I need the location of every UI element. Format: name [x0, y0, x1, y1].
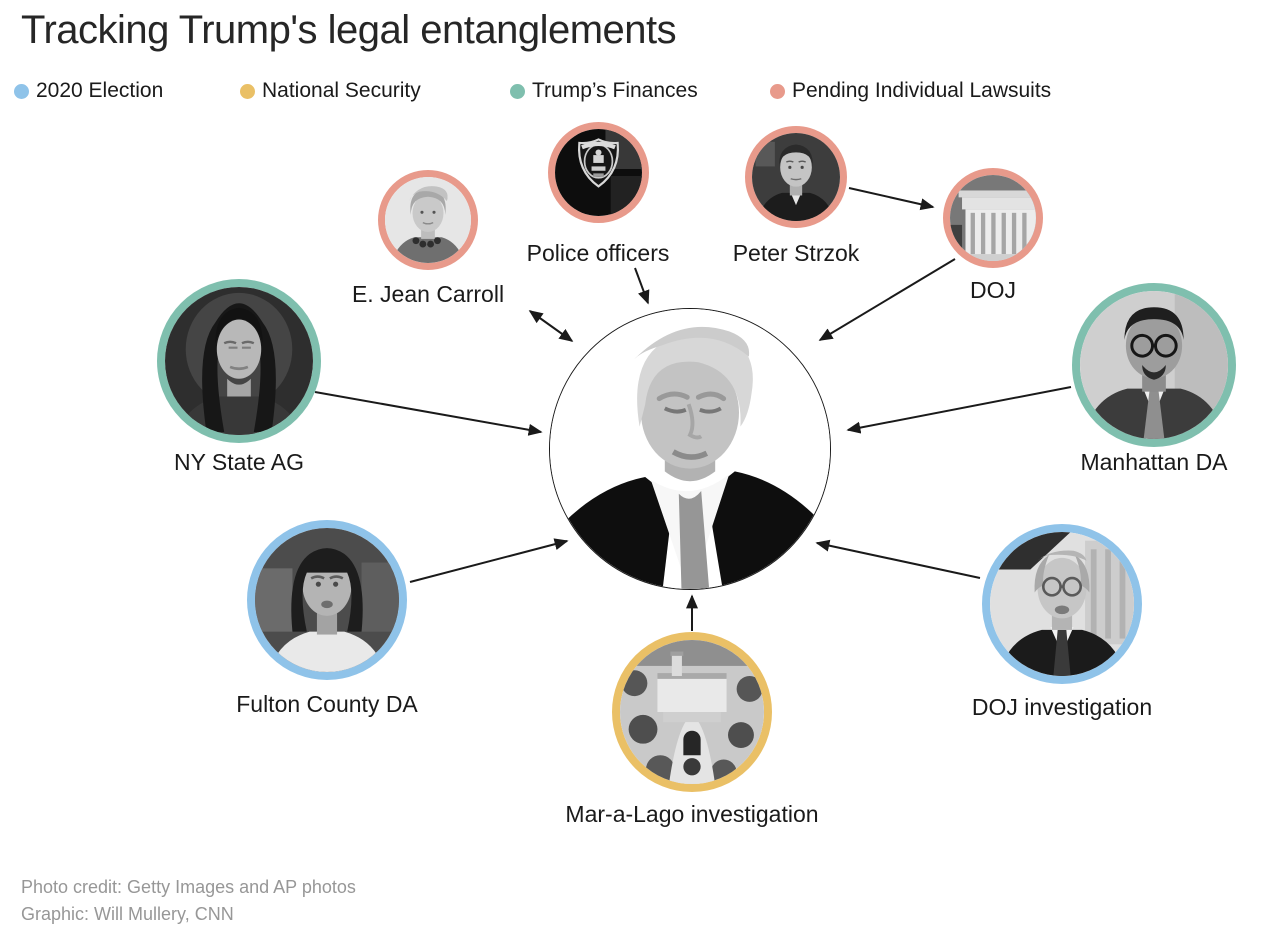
ny-state-ag-photo — [165, 287, 313, 435]
node-manhattan-da — [1072, 283, 1236, 447]
node-label-fulton-county-da: Fulton County DA — [236, 691, 418, 717]
arrow-peter-strzok-doj — [848, 187, 935, 211]
node-e-jean-carroll — [378, 170, 478, 270]
legend-dot-pending-individual-lawsuits — [770, 83, 785, 99]
legend-label: Trump’s Finances — [532, 79, 698, 102]
node-mar-a-lago-investigation — [612, 632, 772, 792]
node-doj — [943, 168, 1043, 268]
page-title: Tracking Trump's legal entanglements — [21, 8, 677, 52]
police-officers-photo — [554, 128, 642, 216]
credits: Photo credit: Getty Images and AP photos… — [21, 874, 356, 928]
legend-dot-national-security — [240, 83, 255, 99]
legend: 2020 Election National Security Trump’s Fi… — [0, 79, 1280, 105]
legend-item-2020-election: 2020 Election — [14, 79, 163, 103]
peter-strzok-photo — [752, 133, 840, 221]
arrow-ny-state-ag-trump — [314, 391, 543, 436]
node-label-ny-state-ag: NY State AG — [174, 449, 304, 475]
arrow-fulton-county-da-trump — [409, 538, 569, 583]
node-label-peter-strzok: Peter Strzok — [732, 240, 860, 266]
node-police-officers — [547, 121, 649, 223]
legend-item-national-security: National Security — [240, 79, 421, 103]
manhattan-da-photo — [1080, 291, 1228, 439]
node-label-doj: DOJ — [970, 277, 1016, 303]
node-label-mar-a-lago-investigation: Mar-a-Lago investigation — [565, 801, 819, 827]
legend-label: 2020 Election — [36, 79, 164, 102]
doj-photo — [950, 175, 1036, 261]
arrow-police-officers-trump — [634, 267, 650, 305]
node-doj-investigation — [982, 524, 1142, 684]
mar-a-lago-investigation-photo — [620, 640, 764, 784]
node-trump — [549, 308, 831, 590]
node-ny-state-ag — [157, 279, 321, 443]
node-label-manhattan-da: Manhattan DA — [1080, 449, 1228, 475]
trump-photo — [550, 309, 830, 589]
photo-credit: Photo credit: Getty Images and AP photos — [21, 877, 356, 897]
doj-investigation-photo — [990, 532, 1134, 676]
fulton-county-da-photo — [255, 528, 399, 672]
node-label-e-jean-carroll: E. Jean Carroll — [351, 281, 505, 307]
node-label-doj-investigation: DOJ investigation — [971, 694, 1153, 720]
node-label-police-officers: Police officers — [526, 240, 670, 266]
legend-label: Pending Individual Lawsuits — [792, 79, 1052, 102]
arrow-doj-investigation-trump — [815, 539, 981, 579]
legend-dot-trumps-finances — [510, 83, 525, 99]
legend-item-pending-individual-lawsuits: Pending Individual Lawsuits — [770, 79, 1051, 103]
e-jean-carroll-photo — [385, 177, 471, 263]
node-fulton-county-da — [247, 520, 407, 680]
graphic-credit: Graphic: Will Mullery, CNN — [21, 904, 234, 924]
legend-dot-2020-election — [14, 83, 29, 99]
legend-label: National Security — [262, 79, 421, 102]
arrow-manhattan-da-trump — [846, 386, 1072, 434]
legend-item-trumps-finances: Trump’s Finances — [510, 79, 698, 103]
node-peter-strzok — [745, 126, 847, 228]
